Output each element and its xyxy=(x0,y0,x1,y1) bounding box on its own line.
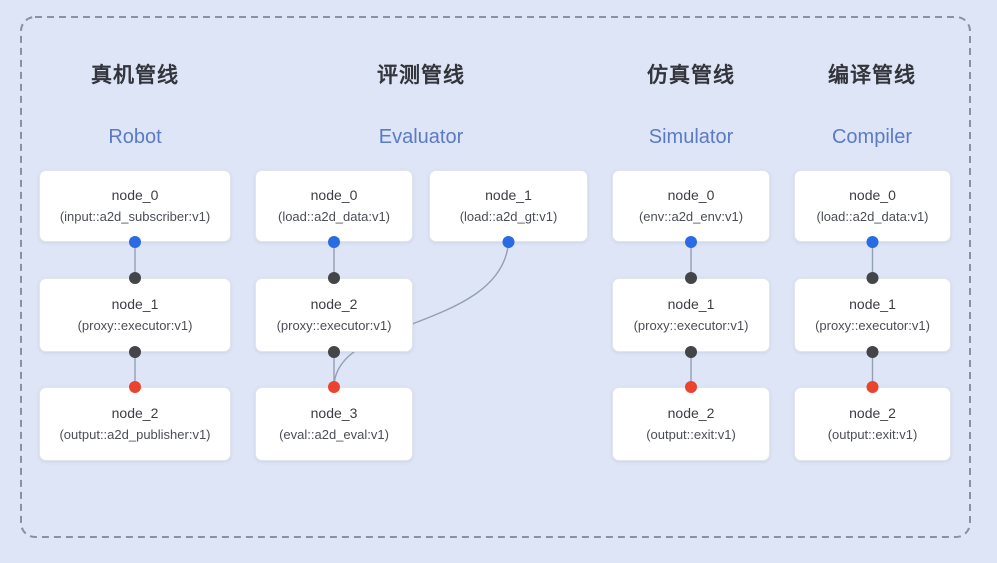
simulator-node-2-box: node_2 (output::exit:v1) xyxy=(612,387,770,461)
robot-node-0-box: node_0 (input::a2d_subscriber:v1) xyxy=(39,170,231,242)
node-title: node_0 xyxy=(310,187,358,203)
evaluator-pipeline-title-cn: 评测管线 xyxy=(377,64,465,87)
node-title: node_2 xyxy=(667,405,715,421)
node-subtitle: (proxy::executor:v1) xyxy=(815,318,930,333)
simulator-node-0-box: node_0 (env::a2d_env:v1) xyxy=(612,170,770,242)
node-title: node_1 xyxy=(485,187,532,203)
evaluator-pipeline-title-en: Evaluator xyxy=(378,126,464,148)
node-title: node_2 xyxy=(111,405,159,421)
simulator-pipeline-title-cn: 仿真管线 xyxy=(647,64,735,87)
compiler-node-0-box: node_0 (load::a2d_data:v1) xyxy=(794,170,951,242)
evaluator-node-0-box: node_0 (load::a2d_data:v1) xyxy=(255,170,413,242)
evaluator-node-3-box: node_3 (eval::a2d_eval:v1) xyxy=(255,387,413,461)
node-subtitle: (output::a2d_publisher:v1) xyxy=(59,427,211,442)
compiler-node-2-box: node_2 (output::exit:v1) xyxy=(794,387,951,461)
node-subtitle: (eval::a2d_eval:v1) xyxy=(279,427,389,442)
node-title: node_2 xyxy=(310,296,358,312)
node-subtitle: (proxy::executor:v1) xyxy=(276,318,392,333)
compiler-pipeline-title-en: Compiler xyxy=(831,126,913,148)
evaluator-node-2-box: node_2 (proxy::executor:v1) xyxy=(255,278,413,352)
simulator-pipeline-title-en: Simulator xyxy=(648,126,734,148)
robot-pipeline-title-cn: 真机管线 xyxy=(91,64,179,87)
node-subtitle: (input::a2d_subscriber:v1) xyxy=(59,209,211,224)
node-subtitle: (env::a2d_env:v1) xyxy=(638,209,744,224)
node-subtitle: (load::a2d_data:v1) xyxy=(816,209,929,224)
node-subtitle: (output::exit:v1) xyxy=(646,427,736,442)
node-title: node_0 xyxy=(111,187,159,203)
node-title: node_2 xyxy=(849,405,896,421)
node-title: node_1 xyxy=(111,296,159,312)
compiler-pipeline-title-cn: 编译管线 xyxy=(828,64,916,87)
compiler-node-1-box: node_1 (proxy::executor:v1) xyxy=(794,278,951,352)
robot-pipeline-title-en: Robot xyxy=(108,126,162,148)
node-subtitle: (load::a2d_data:v1) xyxy=(277,209,391,224)
evaluator-node-1-box: node_1 (load::a2d_gt:v1) xyxy=(429,170,588,242)
node-subtitle: (proxy::executor:v1) xyxy=(633,318,749,333)
node-title: node_0 xyxy=(849,187,896,203)
robot-node-1-box: node_1 (proxy::executor:v1) xyxy=(39,278,231,352)
node-subtitle: (load::a2d_gt:v1) xyxy=(459,209,558,224)
robot-node-2-box: node_2 (output::a2d_publisher:v1) xyxy=(39,387,231,461)
node-title: node_3 xyxy=(310,405,358,421)
simulator-node-1-box: node_1 (proxy::executor:v1) xyxy=(612,278,770,352)
node-title: node_0 xyxy=(667,187,715,203)
node-subtitle: (output::exit:v1) xyxy=(827,427,918,442)
node-subtitle: (proxy::executor:v1) xyxy=(77,318,193,333)
node-title: node_1 xyxy=(849,296,896,312)
node-title: node_1 xyxy=(667,296,715,312)
